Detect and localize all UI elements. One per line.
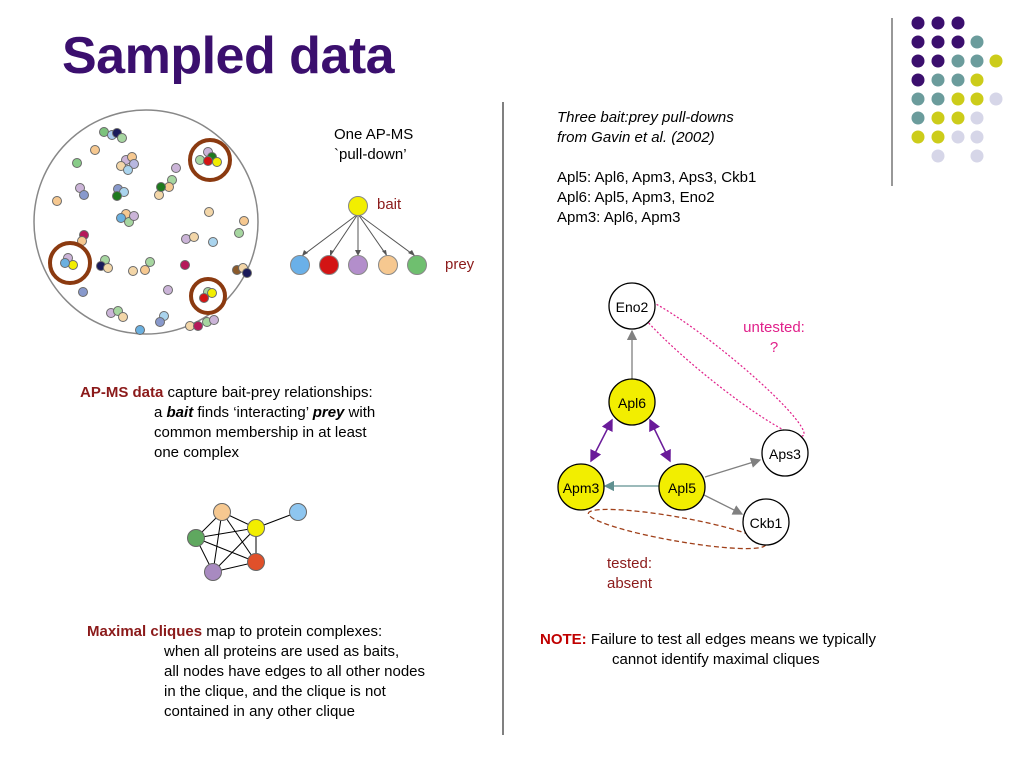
prey-node <box>348 255 368 275</box>
apms-bait-word: bait <box>166 404 194 421</box>
pulldown-label-line2: `pull-down’ <box>334 146 407 163</box>
bait-prey-tree <box>290 196 427 275</box>
node-apm3 <box>557 463 605 511</box>
note: NOTE: Failure to test all edges means we… <box>540 630 980 670</box>
tested-line1: tested: <box>607 555 653 572</box>
prey-node <box>407 255 427 275</box>
clique-node <box>213 503 231 521</box>
apms-line1: capture bait-prey relationships: <box>163 384 373 401</box>
cliques-line5: contained in any other clique <box>164 703 355 720</box>
apms-line2-b: finds ‘interacting’ <box>193 404 313 421</box>
cliques-lead: Maximal cliques <box>87 623 203 640</box>
node-apl5 <box>658 463 706 511</box>
clique-node <box>247 519 265 537</box>
node-eno2 <box>608 282 656 330</box>
apms-line2-a: a <box>154 404 167 421</box>
tested-annotation: tested: absent <box>607 554 652 594</box>
decorative-dot-grid <box>911 16 1003 163</box>
bait-node <box>348 196 368 216</box>
cliques-line4: in the clique, and the clique is not <box>164 683 386 700</box>
apms-line3: common membership in at least <box>154 424 367 441</box>
apms-description: AP-MS data capture bait-prey relationshi… <box>80 383 490 463</box>
apms-line2-c: with <box>344 404 376 421</box>
node-apm3-label: Apm3 <box>562 480 600 496</box>
cliques-line3: all nodes have edges to all other nodes <box>164 663 426 680</box>
page-title: Sampled data <box>62 27 395 85</box>
clique-node <box>289 503 307 521</box>
protein-sample-circle <box>33 109 259 335</box>
pulldown-label: One AP-MS `pull-down’ <box>334 125 413 165</box>
cliques-line1: map to protein complexes: <box>202 623 383 640</box>
clique-graph <box>187 503 307 581</box>
apms-line4: one complex <box>154 444 240 461</box>
gavin-row2: Apl6: Apl5, Apm3, Eno2 <box>557 189 715 206</box>
note-lead: NOTE: <box>540 631 587 648</box>
cliques-description: Maximal cliques map to protein complexes… <box>87 622 497 722</box>
bait-label: bait <box>377 196 402 213</box>
gavin-row3: Apm3: Apl6, Apm3 <box>557 209 681 226</box>
untested-line1: untested: <box>743 319 805 336</box>
node-aps3 <box>761 429 809 477</box>
apms-lead: AP-MS data <box>80 384 164 401</box>
clique-node <box>187 529 205 547</box>
node-apl5-label: Apl5 <box>667 480 697 496</box>
node-apl6 <box>608 378 656 426</box>
untested-annotation: untested: ? <box>733 318 815 358</box>
note-line2: cannot identify maximal cliques <box>612 651 820 668</box>
prey-node <box>319 255 339 275</box>
apms-prey-word: prey <box>312 404 345 421</box>
cliques-line2: when all proteins are used as baits, <box>164 643 400 660</box>
untested-line2: ? <box>769 339 779 356</box>
node-aps3-label: Aps3 <box>769 446 801 462</box>
prey-node <box>290 255 310 275</box>
node-apl6-label: Apl6 <box>617 395 647 411</box>
pulldown-label-line1: One AP-MS <box>334 126 414 143</box>
clique-node <box>204 563 222 581</box>
gavin-graph <box>557 282 809 550</box>
note-line1: Failure to test all edges means we typic… <box>586 631 876 648</box>
gavin-line1: Three bait:prey pull-downs <box>557 109 734 126</box>
prey-label: prey <box>445 256 475 273</box>
gavin-description: Three bait:prey pull-downs from Gavin et… <box>557 108 756 228</box>
clique-node <box>247 553 265 571</box>
tested-line2: absent <box>607 575 653 592</box>
gavin-row1: Apl5: Apl6, Apm3, Aps3, Ckb1 <box>557 169 757 186</box>
prey-node <box>378 255 398 275</box>
node-ckb1-label: Ckb1 <box>749 515 783 531</box>
gavin-line2: from Gavin et al. (2002) <box>557 129 715 146</box>
node-eno2-label: Eno2 <box>615 299 649 315</box>
node-ckb1 <box>742 498 790 546</box>
